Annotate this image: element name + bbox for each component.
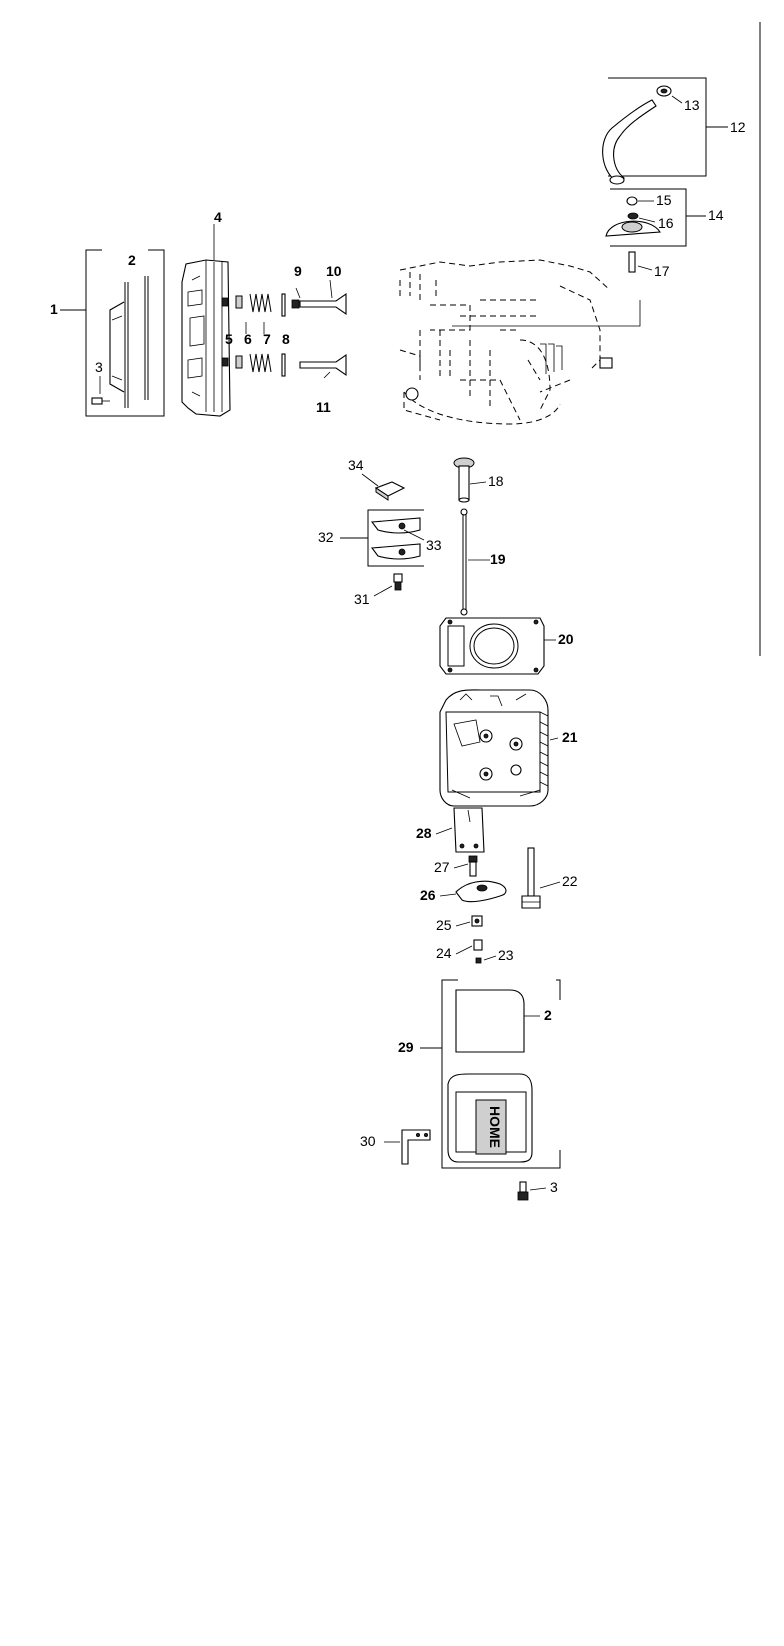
callout-23: 23	[498, 947, 514, 963]
callout-17: 17	[654, 263, 670, 279]
callout-12: 12	[730, 119, 746, 135]
valve-cover-group: HOME	[384, 979, 561, 1201]
callout-16: 16	[658, 215, 674, 231]
callout-13: 13	[684, 97, 700, 113]
engine-block-details	[405, 300, 641, 401]
callout-31: 31	[354, 591, 370, 607]
callout-7: 7	[263, 331, 271, 347]
callout-8: 8	[282, 331, 290, 347]
cylinder-head	[439, 689, 559, 807]
valve-train-parts	[221, 279, 347, 379]
breather-hose-group	[602, 77, 728, 185]
callout-15: 15	[656, 192, 672, 208]
rocker-cover-group-left	[60, 249, 165, 417]
cylinder-head-side-view	[181, 224, 231, 417]
callout-1: 1	[50, 301, 58, 317]
callout-27: 27	[434, 859, 450, 875]
callout-26: 26	[420, 887, 436, 903]
callout-21: 21	[562, 729, 578, 745]
breather-cover-group	[605, 188, 706, 273]
cover-logo-text: HOME	[487, 1106, 503, 1148]
callout-24: 24	[436, 945, 452, 961]
callout-20: 20	[558, 631, 574, 647]
callout-9: 9	[294, 263, 302, 279]
engine-block-outline	[399, 259, 611, 425]
callout-10: 10	[326, 263, 342, 279]
callout-3-upper: 3	[95, 359, 103, 375]
callout-14: 14	[708, 207, 724, 223]
callout-28: 28	[416, 825, 432, 841]
callout-3-lower: 3	[550, 1179, 558, 1195]
callout-22: 22	[562, 873, 578, 889]
callout-32: 32	[318, 529, 334, 545]
callout-2-upper: 2	[128, 252, 136, 268]
callout-29: 29	[398, 1039, 414, 1055]
callout-18: 18	[488, 473, 504, 489]
rocker-arm-kit-group	[340, 473, 425, 597]
push-rod-parts	[453, 457, 490, 616]
callout-25: 25	[436, 917, 452, 933]
callout-11: 11	[316, 399, 331, 415]
callout-33: 33	[426, 537, 442, 553]
callout-6: 6	[244, 331, 252, 347]
callout-5: 5	[225, 331, 233, 347]
callout-30: 30	[360, 1133, 376, 1149]
head-gasket	[439, 617, 556, 675]
callout-4: 4	[214, 209, 222, 225]
callout-19: 19	[490, 551, 506, 567]
head-hardware-parts	[435, 807, 561, 964]
callout-2-lower: 2	[544, 1007, 552, 1023]
callout-34: 34	[348, 457, 364, 473]
